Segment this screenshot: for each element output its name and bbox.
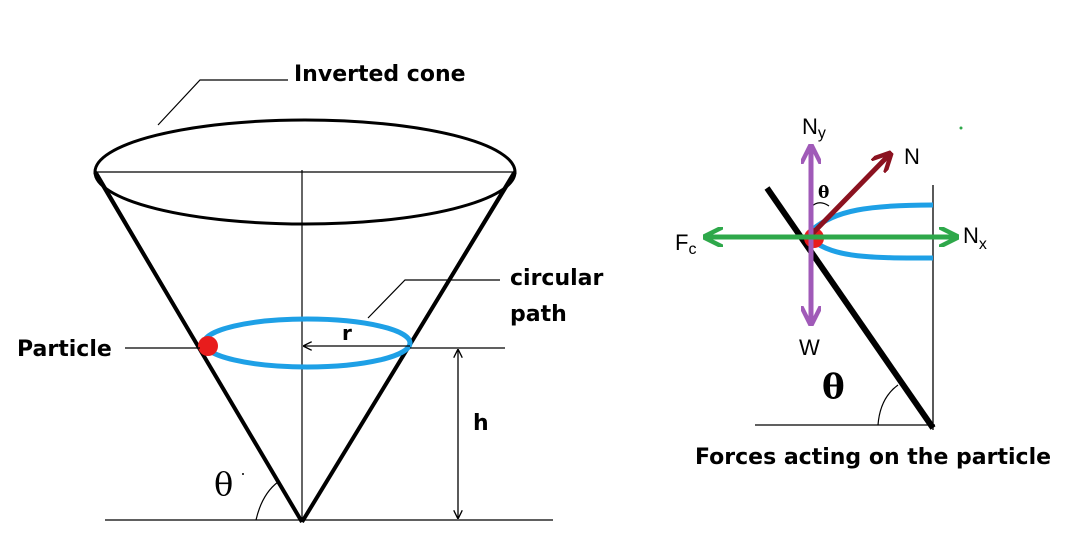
right-angle-label: θ: [822, 367, 845, 407]
stray-green-dot: [959, 126, 963, 130]
cone-leader-line: [157, 79, 288, 126]
forces-caption: Forces acting on the particle: [695, 445, 1051, 470]
particle: [198, 336, 218, 356]
angle-arc: [255, 481, 279, 521]
height-label: h: [473, 411, 489, 436]
right-diagram: Ny N θ Nx Fc W θ Forces acting on the pa…: [675, 114, 1051, 470]
weight-label: W: [799, 335, 820, 360]
ny-label: Ny: [802, 114, 826, 142]
path-leader-line: [367, 279, 500, 319]
left-diagram: Inverted cone circular path Particle r h…: [17, 62, 604, 524]
right-angle-arc: [877, 384, 899, 426]
path-label-line2: path: [510, 302, 567, 327]
right-path-lower: [810, 237, 934, 261]
stray-dot: [242, 473, 244, 475]
circular-path: [201, 316, 413, 370]
small-angle-arc: [810, 202, 830, 208]
radius-label: r: [342, 321, 352, 345]
nx-label: Nx: [963, 223, 987, 253]
path-label-line1: circular: [510, 266, 604, 291]
small-angle-label: θ: [818, 183, 829, 203]
normal-force-label: N: [904, 144, 920, 169]
cone-label: Inverted cone: [294, 62, 466, 87]
right-cone-wall: [764, 186, 936, 430]
particle-label: Particle: [17, 337, 112, 362]
fc-label: Fc: [675, 230, 696, 258]
normal-force-arrow: [808, 155, 889, 238]
angle-label: θ: [214, 465, 233, 503]
